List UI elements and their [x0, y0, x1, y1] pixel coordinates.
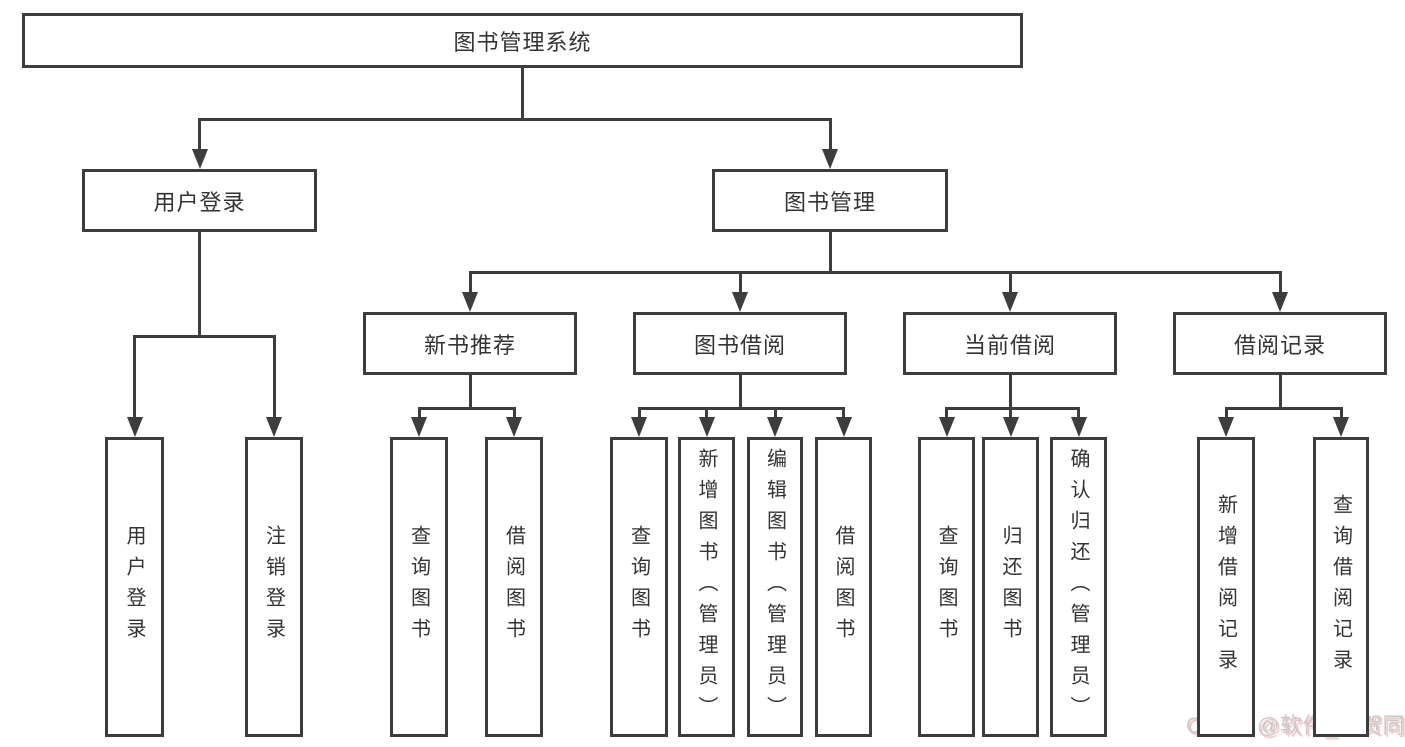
node-bw-add: 新增图书（管理员） — [678, 437, 735, 737]
arrowhead-down-bw-query — [631, 417, 647, 437]
node-newbook: 新书推荐 — [363, 312, 577, 375]
connector-drop-rc-add — [1224, 407, 1228, 419]
arrowhead-down-bw-borrow — [835, 417, 852, 437]
arrowhead-down-mgmt — [822, 149, 838, 169]
arrowhead-down-borrow — [732, 292, 748, 312]
arrowhead-down-cu-query — [938, 417, 955, 437]
connector-drop-bw-query — [637, 407, 641, 419]
arrowhead-down-user-login — [126, 417, 143, 437]
connector-drop-logout — [272, 335, 276, 419]
connector-bus-borrow — [637, 407, 845, 410]
connector-drop-bw-edit — [773, 407, 777, 419]
node-cu-confirm: 确认归还（管理员） — [1050, 437, 1107, 737]
node-cu-query: 查询图书 — [918, 437, 975, 737]
node-mgmt: 图书管理 — [712, 169, 948, 232]
node-user-login: 用户登录 — [105, 437, 164, 737]
node-root: 图书管理系统 — [22, 13, 1023, 68]
arrowhead-down-rc-add — [1218, 417, 1234, 437]
node-nb-borrow: 借阅图书 — [485, 437, 543, 737]
node-rc-add: 新增借阅记录 — [1197, 437, 1255, 737]
connector-stem-current — [1008, 375, 1012, 410]
arrowhead-down-bw-edit — [767, 417, 783, 437]
connector-bus-current — [945, 407, 1080, 410]
arrowhead-down-logout — [266, 417, 282, 437]
connector-stem-newbook — [468, 375, 472, 410]
node-records: 借阅记录 — [1173, 312, 1387, 375]
node-rc-query: 查询借阅记录 — [1313, 437, 1369, 737]
node-cu-return: 归还图书 — [982, 437, 1039, 737]
arrowhead-down-cu-return — [1002, 417, 1019, 437]
connector-bus-mgmt — [468, 271, 1282, 274]
node-login: 用户登录 — [82, 169, 317, 232]
arrowhead-down-nb-query — [411, 417, 427, 437]
connector-drop-user-login — [133, 335, 136, 419]
connector-drop-records — [1278, 271, 1282, 294]
connector-bus-records — [1224, 407, 1343, 410]
arrowhead-down-bw-add — [698, 417, 715, 437]
connector-drop-mgmt — [828, 118, 832, 151]
node-nb-query: 查询图书 — [390, 437, 448, 737]
connector-drop-bw-borrow — [842, 407, 845, 419]
connector-stem-borrow — [738, 375, 742, 410]
connector-drop-current — [1008, 271, 1012, 294]
connector-drop-nb-query — [417, 407, 421, 419]
arrowhead-down-rc-query — [1333, 417, 1349, 437]
connector-drop-cu-query — [945, 407, 948, 419]
connector-drop-login — [198, 118, 201, 151]
connector-stem-root — [521, 68, 524, 121]
node-logout: 注销登录 — [245, 437, 303, 737]
node-bw-edit: 编辑图书（管理员） — [747, 437, 803, 737]
connector-drop-cu-return — [1009, 407, 1012, 419]
connector-stem-mgmt — [828, 232, 832, 274]
arrowhead-down-nb-borrow — [506, 417, 522, 437]
arrowhead-down-newbook — [462, 292, 478, 312]
connector-drop-newbook — [468, 271, 472, 294]
node-borrow: 图书借阅 — [633, 312, 847, 375]
connector-drop-borrow — [738, 271, 742, 294]
node-bw-borrow: 借阅图书 — [815, 437, 872, 737]
connector-drop-cu-confirm — [1077, 407, 1080, 419]
connector-stem-records — [1278, 375, 1282, 410]
arrowhead-down-login — [191, 149, 208, 169]
connector-bus-root — [198, 118, 832, 121]
connector-drop-bw-add — [705, 407, 708, 419]
node-current: 当前借阅 — [903, 312, 1117, 375]
connector-stem-login — [198, 232, 201, 338]
arrowhead-down-records — [1272, 292, 1288, 312]
connector-drop-nb-borrow — [512, 407, 516, 419]
arrowhead-down-cu-confirm — [1070, 417, 1087, 437]
connector-bus-login — [133, 335, 276, 338]
node-bw-query: 查询图书 — [610, 437, 668, 737]
connector-drop-rc-query — [1339, 407, 1343, 419]
arrowhead-down-current — [1002, 292, 1018, 312]
connector-bus-newbook — [417, 407, 516, 410]
